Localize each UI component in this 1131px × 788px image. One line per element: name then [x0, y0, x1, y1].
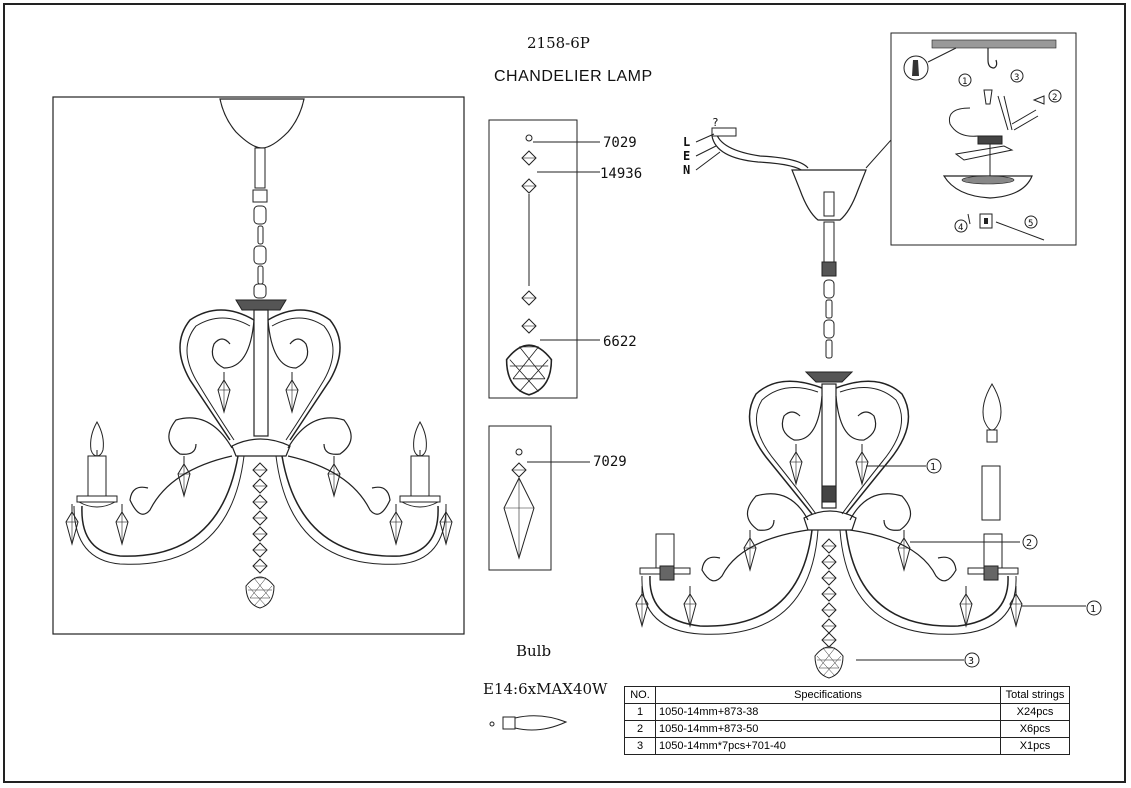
part-label-single: 7029 — [593, 454, 627, 470]
bulb-spec: E14:6xMAX40W — [483, 680, 608, 698]
header-spec: Specifications — [655, 686, 1001, 704]
header-no: NO. — [624, 686, 656, 704]
callout-1a: 1 — [930, 462, 936, 473]
side-elevation — [635, 127, 1102, 679]
header-total: Total strings — [1000, 686, 1070, 704]
wire-n-label: N — [683, 163, 690, 177]
wire-mark: ? — [712, 116, 719, 129]
row-no: 3 — [624, 737, 656, 755]
bulb-side-view — [981, 383, 1002, 521]
table-row: 2 1050-14mm+873-50 X6pcs — [624, 720, 1070, 738]
crystal-string-detail — [488, 119, 600, 399]
spec-table-header: NO. Specifications Total strings — [624, 686, 1070, 704]
table-row: 3 1050-14mm*7pcs+701-40 X1pcs — [624, 737, 1070, 755]
drawing-frame — [3, 3, 1126, 783]
wire-e-label: E — [683, 149, 690, 163]
callout-1b: 1 — [1090, 604, 1096, 615]
installation-detail — [865, 32, 1077, 246]
drawing-title: CHANDELIER LAMP — [494, 68, 653, 85]
model-number: 2158-6P — [527, 34, 590, 52]
install-step-1: 1 — [962, 77, 967, 87]
row-no: 2 — [624, 720, 656, 738]
part-label-pendant: 6622 — [603, 334, 637, 350]
part-label-connector: 14936 — [600, 166, 642, 182]
bulb-icon — [489, 715, 568, 731]
callout-2: 2 — [1026, 538, 1032, 549]
install-step-4: 4 — [958, 223, 963, 233]
install-step-2: 2 — [1052, 93, 1057, 103]
row-spec: 1050-14mm+873-38 — [655, 703, 1001, 721]
part-label-top: 7029 — [603, 135, 637, 151]
row-spec: 1050-14mm*7pcs+701-40 — [655, 737, 1001, 755]
table-row: 1 1050-14mm+873-38 X24pcs — [624, 703, 1070, 721]
row-qty: X1pcs — [1000, 737, 1070, 755]
spec-table: NO. Specifications Total strings 1 1050-… — [624, 686, 1070, 755]
bulb-label: Bulb — [516, 642, 552, 660]
row-qty: X24pcs — [1000, 703, 1070, 721]
front-elevation — [52, 96, 465, 635]
single-drop-detail — [488, 425, 590, 571]
wire-l-label: L — [683, 135, 690, 149]
row-qty: X6pcs — [1000, 720, 1070, 738]
callout-3: 3 — [968, 656, 974, 667]
row-spec: 1050-14mm+873-50 — [655, 720, 1001, 738]
install-step-5: 5 — [1028, 219, 1033, 229]
install-step-3: 3 — [1014, 73, 1019, 83]
row-no: 1 — [624, 703, 656, 721]
